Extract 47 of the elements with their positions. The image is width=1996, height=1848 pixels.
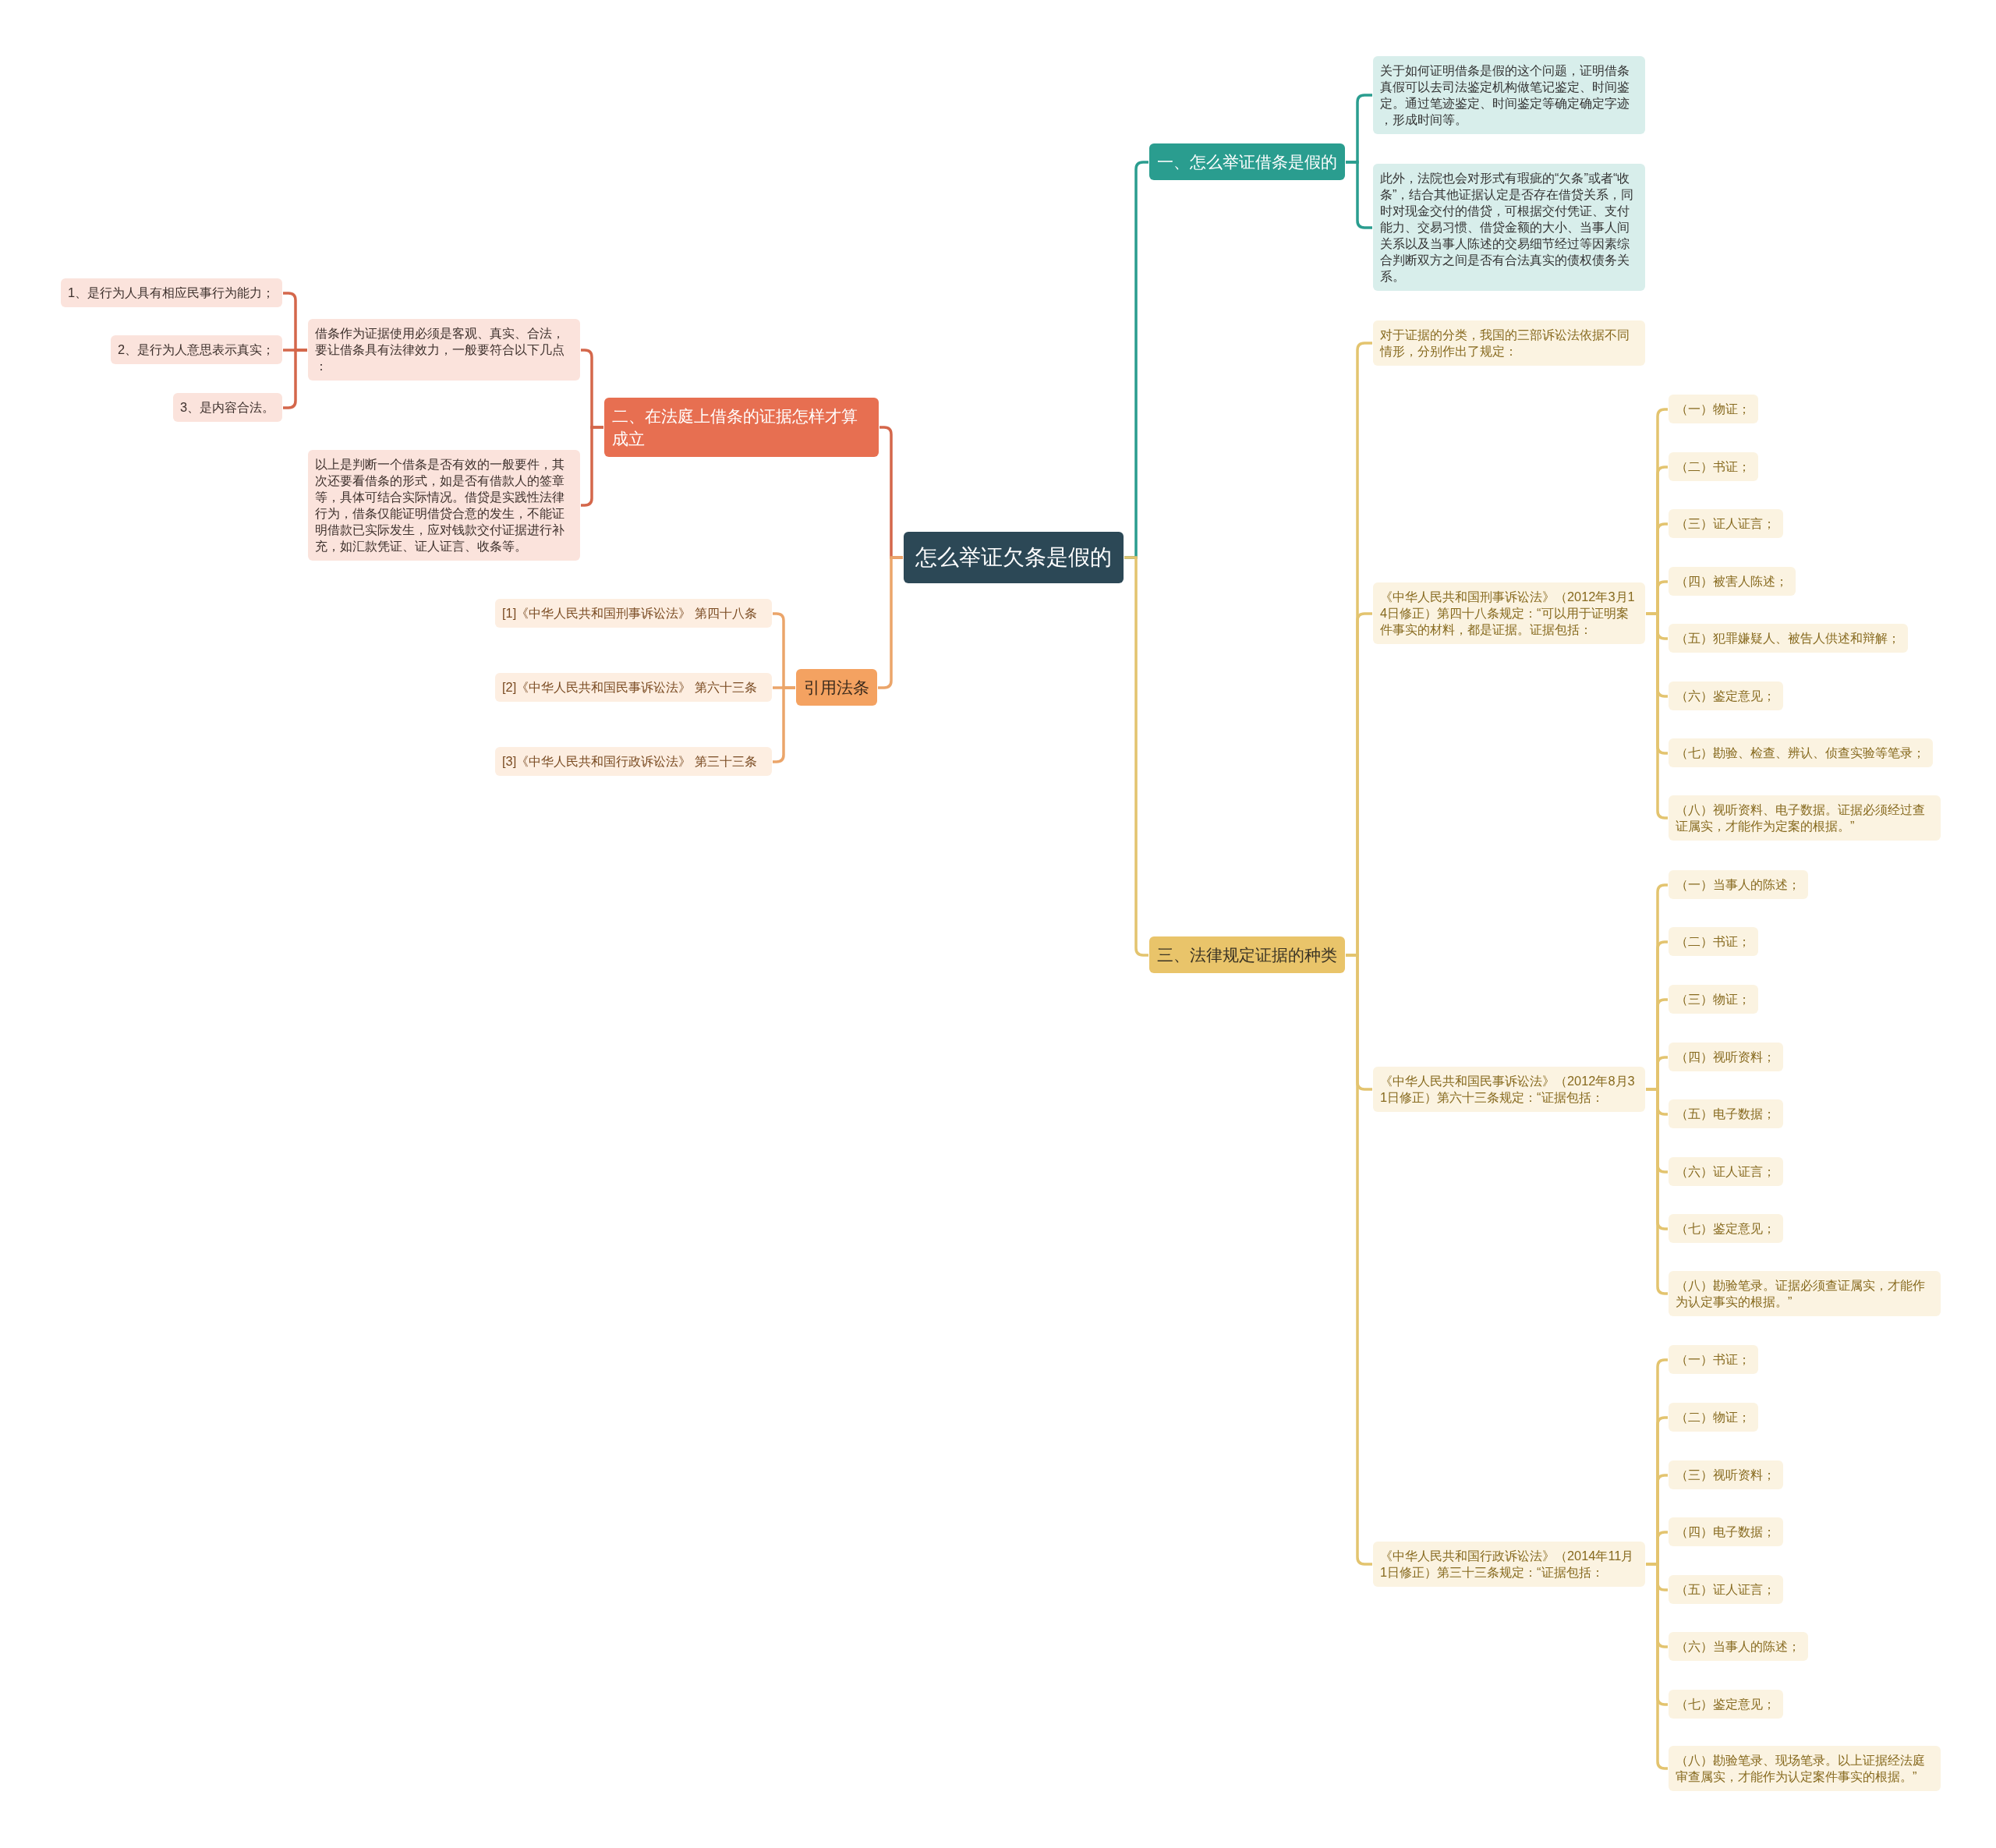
text-box: 借条作为证据使用必须是客观、真实、合法，要让借条具有法律效力，一般要符合以下几点：	[308, 319, 580, 381]
citation-box: [3]《中华人民共和国行政诉讼法》 第三十三条	[495, 747, 772, 776]
list-item-box: （七）鉴定意见；	[1669, 1690, 1783, 1719]
text-box: 关于如何证明借条是假的这个问题，证明借条真假可以去司法鉴定机构做笔记鉴定、时间鉴定。通过笔迹鉴定、时间鉴定等确定确定字迹，形成时间等。	[1373, 56, 1645, 134]
text-box: 《中华人民共和国民事诉讼法》（2012年8月31日修正）第六十三条规定：“证据包括：	[1373, 1067, 1645, 1112]
list-item-box: （六）证人证言；	[1669, 1157, 1783, 1186]
list-item-box: （五）电子数据；	[1669, 1099, 1783, 1128]
list-item-box: （三）视听资料；	[1669, 1460, 1783, 1489]
text-box: 对于证据的分类，我国的三部诉讼法依据不同情形，分别作出了规定：	[1373, 320, 1645, 366]
list-item-box: （五）犯罪嫌疑人、被告人供述和辩解；	[1669, 624, 1908, 653]
text-box: 《中华人民共和国刑事诉讼法》（2012年3月14日修正）第四十八条规定：“可以用于证明案件事实的材料，都是证据。证据包括：	[1373, 582, 1645, 644]
list-item-box: （六）当事人的陈述；	[1669, 1632, 1808, 1661]
citation-box: [1]《中华人民共和国刑事诉讼法》 第四十八条	[495, 599, 772, 628]
list-item-box: （七）勘验、检查、辨认、侦查实验等笔录；	[1669, 738, 1933, 767]
list-item-box: （四）电子数据；	[1669, 1517, 1783, 1546]
central-topic: 怎么举证欠条是假的	[904, 532, 1124, 583]
list-item-box: （四）视听资料；	[1669, 1043, 1783, 1071]
list-item-box: （八）勘验笔录。证据必须查证属实，才能作为认定事实的根据。”	[1669, 1271, 1941, 1316]
branch-topic: 二、在法庭上借条的证据怎样才算成立	[604, 398, 879, 457]
subtopic-box: 2、是行为人意思表示真实；	[111, 335, 283, 364]
subtopic-box: 1、是行为人具有相应民事行为能力；	[61, 278, 283, 307]
list-item-box: （三）物证；	[1669, 985, 1758, 1014]
list-item-box: （二）书证；	[1669, 452, 1758, 481]
text-box: 以上是判断一个借条是否有效的一般要件，其次还要看借条的形式，如是否有借款人的签章等，具体可结合实际情况。借贷是实践性法律行为，借条仅能证明借贷合意的发生，不能证明借款已实际发生，应对钱款交付证据进行补充，如汇款凭证、证人证言、收条等。	[308, 450, 580, 561]
list-item-box: （六）鉴定意见；	[1669, 681, 1783, 710]
list-item-box: （五）证人证言；	[1669, 1575, 1783, 1604]
list-item-box: （一）书证；	[1669, 1345, 1758, 1374]
list-item-box: （一）当事人的陈述；	[1669, 870, 1808, 899]
list-item-box: （二）物证；	[1669, 1403, 1758, 1432]
list-item-box: （一）物证；	[1669, 395, 1758, 423]
subtopic-box: 3、是内容合法。	[173, 393, 283, 422]
list-item-box: （三）证人证言；	[1669, 509, 1783, 538]
text-box: 《中华人民共和国行政诉讼法》（2014年11月1日修正）第三十三条规定：“证据包括：	[1373, 1542, 1645, 1587]
list-item-box: （七）鉴定意见；	[1669, 1214, 1783, 1243]
branch-topic: 引用法条	[796, 669, 877, 706]
list-item-box: （八）勘验笔录、现场笔录。以上证据经法庭审查属实，才能作为认定案件事实的根据。”	[1669, 1746, 1941, 1791]
branch-topic: 三、法律规定证据的种类	[1149, 936, 1345, 973]
list-item-box: （八）视听资料、电子数据。证据必须经过查证属实，才能作为定案的根据。”	[1669, 795, 1941, 841]
connector-line	[283, 349, 307, 409]
text-box: 此外，法院也会对形式有瑕疵的“欠条”或者“收条”，结合其他证据认定是否存在借贷关系，同时对现金交付的借贷，可根据交付凭证、支付能力、交易习惯、借贷金额的大小、当事人间关系以及当事人陈述的交易细节经过等因素综合判断双方之间是否有合法真实的债权债务关系。	[1373, 164, 1645, 291]
connector-line	[878, 556, 903, 689]
branch-topic: 一、怎么举证借条是假的	[1149, 143, 1345, 180]
connector-line	[1346, 161, 1372, 229]
list-item-box: （四）被害人陈述；	[1669, 567, 1796, 596]
connector-line	[1124, 556, 1148, 957]
list-item-box: （二）书证；	[1669, 927, 1758, 956]
citation-box: [2]《中华人民共和国民事诉讼法》 第六十三条	[495, 673, 772, 702]
